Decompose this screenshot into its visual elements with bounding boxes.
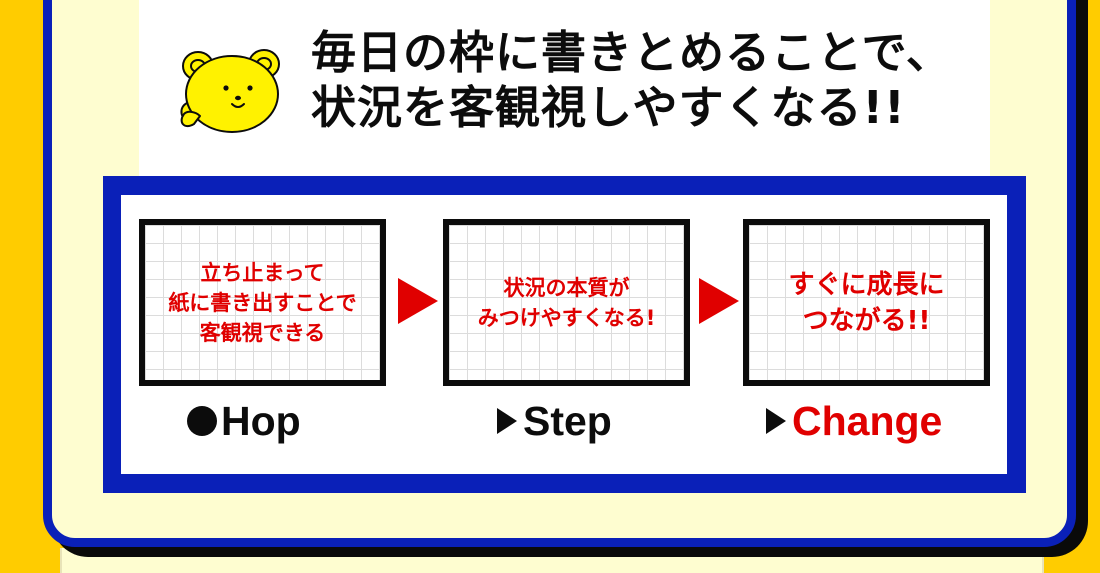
step-text-line: 紙に書き出すことで	[168, 290, 357, 315]
stage-label-text: Step	[523, 398, 612, 444]
triangle-right-icon	[699, 278, 739, 324]
step-text-line: 立ち止まって	[200, 260, 325, 285]
step-box-change: すぐに成長に つながる!!	[743, 219, 990, 386]
step-text-line: 客観視できる	[199, 320, 326, 345]
triangle-right-icon	[766, 408, 786, 435]
stage-label-text: Change	[792, 398, 943, 444]
bear-mascot-icon	[180, 49, 280, 133]
stage-label-step: Step	[497, 396, 612, 446]
stage-label-text: Hop	[221, 398, 301, 444]
filled-circle-icon	[187, 406, 217, 437]
step-text-line: すぐに成長に	[788, 269, 945, 300]
step-text-line: 状況の本質が	[503, 275, 630, 300]
step-box-step: 状況の本質が みつけやすくなる!	[443, 219, 690, 386]
triangle-right-icon	[497, 408, 517, 435]
step-text-step: 状況の本質が みつけやすくなる!	[478, 273, 656, 333]
step-box-hop: 立ち止まって 紙に書き出すことで 客観視できる	[139, 219, 386, 386]
headline-line-1: 毎日の枠に書きとめることで、	[311, 26, 952, 79]
step-text-line: みつけやすくなる!	[477, 305, 656, 330]
header-band	[139, 0, 990, 178]
stage-label-change: Change	[766, 396, 942, 446]
headline-line-2: 状況を客観視しやすくなる!!	[311, 81, 906, 134]
step-text-change: すぐに成長に つながる!!	[788, 267, 944, 339]
stage-label-hop: Hop	[187, 396, 301, 446]
step-text-hop: 立ち止まって 紙に書き出すことで 客観視できる	[168, 258, 356, 348]
triangle-right-icon	[398, 278, 438, 324]
step-text-line: つながる!!	[802, 305, 931, 336]
headline: 毎日の枠に書きとめることで、 状況を客観視しやすくなる!!	[311, 25, 971, 135]
